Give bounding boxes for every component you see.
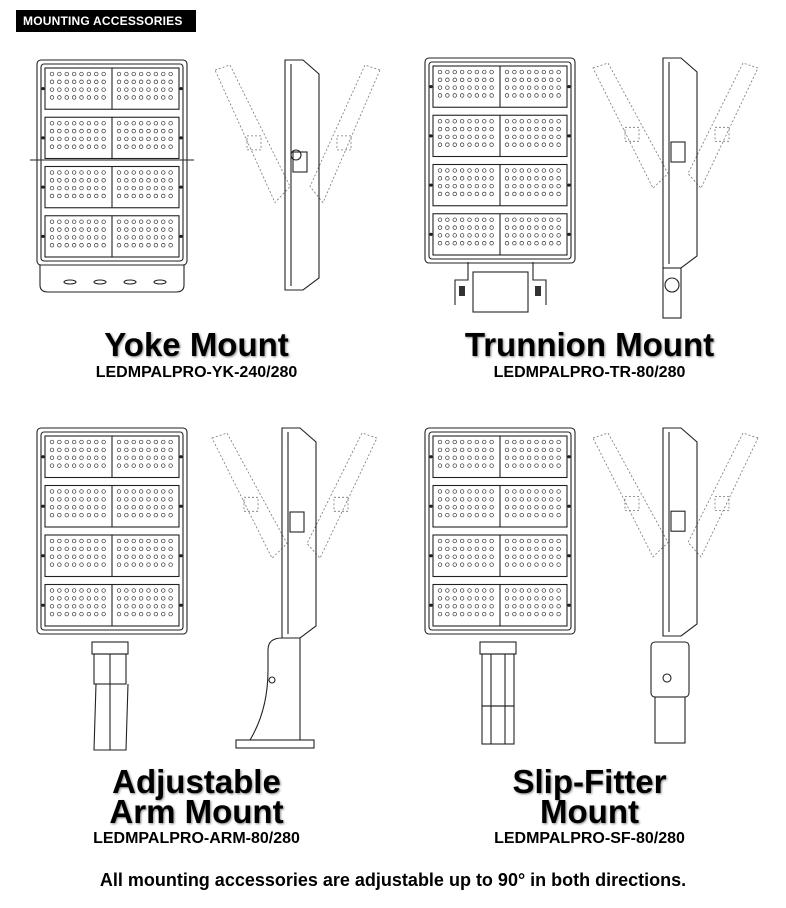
mount-panel-yoke: Yoke Mount LEDMPALPRO-YK-240/280 [0, 50, 393, 390]
mount-panel-arm: Adjustable Arm Mount LEDMPALPRO-ARM-80/2… [0, 420, 393, 860]
mount-panel-trunnion: Trunnion Mount LEDMPALPRO-TR-80/280 [393, 50, 786, 390]
fixture-front-view [36, 427, 188, 635]
mount-code: LEDMPALPRO-YK-240/280 [95, 364, 298, 381]
mount-title: Slip-Fitter Mount [512, 763, 667, 830]
fixture-side-view [211, 427, 378, 639]
mount-code: LEDMPALPRO-SF-80/280 [494, 830, 685, 847]
mount-panel-slipfitter: Slip-Fitter Mount LEDMPALPRO-SF-80/280 [393, 420, 786, 860]
mount-code: LEDMPALPRO-ARM-80/280 [93, 830, 300, 847]
mount-title: Yoke Mount [104, 326, 289, 363]
footer-note: All mounting accessories are adjustable … [99, 870, 687, 890]
yoke-mount-drawing [30, 59, 381, 293]
mount-code: LEDMPALPRO-TR-80/280 [493, 364, 686, 381]
mount-title: Adjustable Arm Mount [109, 763, 284, 830]
section-header: MOUNTING ACCESSORIES [16, 10, 196, 32]
arm-mount-drawing [36, 427, 378, 751]
trunnion-mount-drawing [424, 57, 759, 319]
fixture-side-view [592, 57, 759, 269]
mount-title: Trunnion Mount [464, 326, 715, 363]
fixture-front-view [36, 59, 188, 266]
fixture-side-view [592, 427, 759, 637]
fixture-front-view [424, 427, 576, 635]
fixture-side-view [214, 59, 381, 291]
fixture-front-view [424, 57, 576, 264]
slipfitter-mount-drawing [424, 427, 759, 745]
